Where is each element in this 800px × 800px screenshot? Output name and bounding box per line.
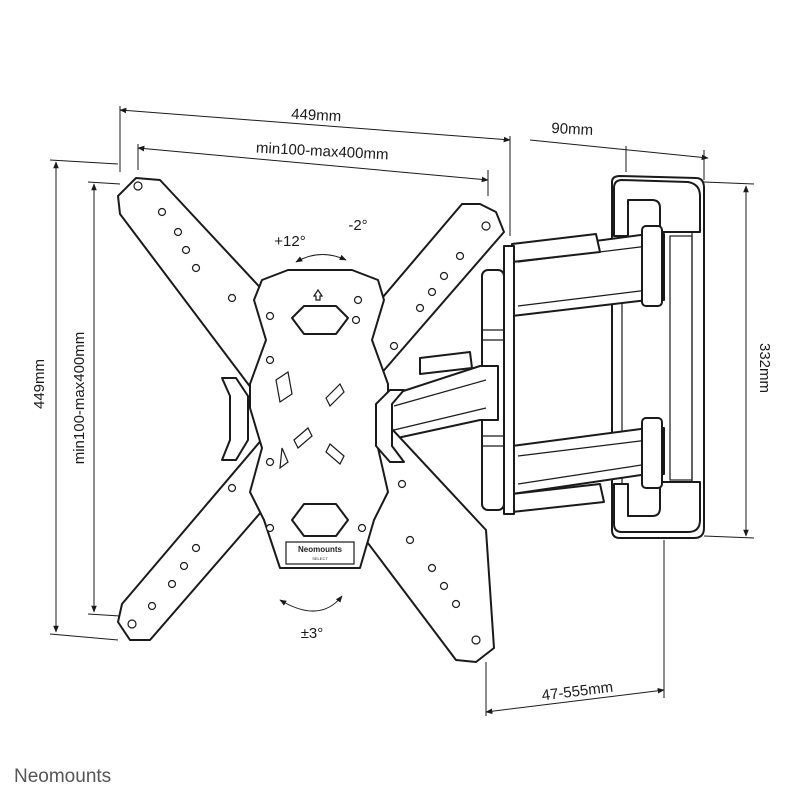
- vesa-horizontal-label: min100-max400mm: [256, 140, 389, 164]
- depth-profile-label: 90mm: [551, 120, 594, 139]
- front-arm: [387, 351, 499, 441]
- brand-logo-text: Neomounts: [14, 766, 111, 787]
- plate-brand-text: Neomounts: [298, 545, 343, 554]
- tilt-up-label: +12°: [274, 233, 305, 250]
- dimension-lines: [49, 106, 755, 716]
- wall-plate-height-label: 332mm: [756, 343, 773, 393]
- overall-height-label: 449mm: [31, 359, 48, 409]
- upper-arm: [511, 225, 665, 317]
- overall-width-label: 449mm: [291, 106, 342, 126]
- wall-mount-illustration: Neomounts SELECT: [117, 175, 705, 663]
- rotate-label: ±3°: [301, 625, 324, 642]
- vesa-bracket: Neomounts SELECT: [117, 177, 505, 663]
- plate-sub-text: SELECT: [312, 556, 328, 561]
- vesa-vertical-label: min100-max400mm: [71, 332, 88, 465]
- tilt-down-label: -2°: [348, 217, 367, 234]
